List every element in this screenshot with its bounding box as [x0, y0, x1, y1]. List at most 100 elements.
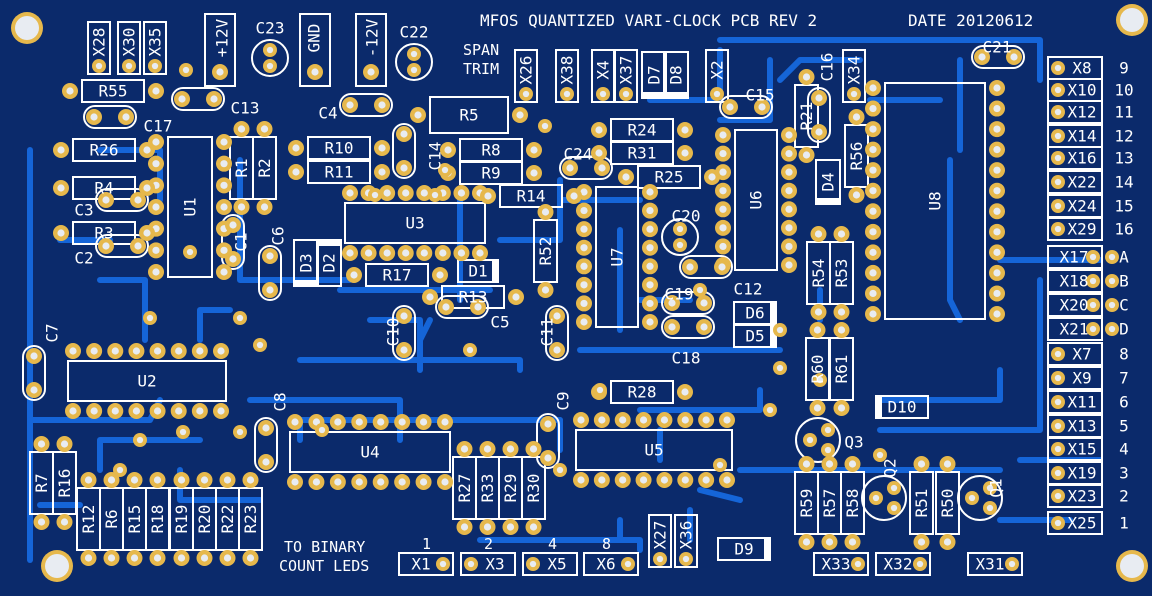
drill-hole	[802, 538, 811, 546]
drill-hole	[371, 191, 379, 199]
drill-hole	[125, 62, 133, 70]
drill-hole	[815, 94, 823, 102]
resistor-label: R20	[195, 505, 214, 534]
drill-hole	[102, 196, 110, 204]
drill-hole	[220, 160, 228, 168]
resistor-label: R14	[517, 187, 546, 206]
connector-x35	[143, 21, 167, 75]
drill-hole	[813, 326, 822, 334]
connector-x25	[1047, 511, 1103, 535]
drill-hole	[580, 244, 588, 252]
resistor-label: R29	[501, 474, 520, 503]
weight-2: 2	[484, 535, 493, 553]
connector-x12	[1047, 100, 1103, 124]
resistor-label: R27	[455, 474, 474, 503]
drill-hole	[216, 68, 224, 76]
connector-label: X25	[1068, 514, 1097, 533]
resistor-r11	[307, 160, 371, 184]
drill-hole	[217, 347, 225, 355]
drill-hole	[355, 418, 363, 426]
connector-label: X32	[884, 555, 913, 574]
drill-hole	[153, 407, 162, 415]
drill-hole	[869, 166, 877, 174]
drill-hole	[544, 420, 552, 428]
drill-hole	[917, 460, 926, 468]
power-connector	[299, 13, 331, 87]
drill-hole	[346, 189, 354, 197]
connector-x33	[813, 552, 869, 576]
drill-hole	[84, 554, 93, 562]
drill-hole	[785, 131, 793, 139]
connector-number: 13	[1114, 149, 1133, 168]
drill-hole	[355, 478, 363, 486]
drill-hole	[30, 352, 38, 360]
transistor-q1	[957, 475, 1003, 521]
drill-hole	[223, 476, 232, 484]
drill-hole	[1054, 132, 1062, 140]
drill-hole	[291, 478, 299, 486]
drill-hole	[815, 128, 823, 136]
drill-hole	[419, 418, 428, 426]
drill-hole	[236, 428, 244, 436]
drill-hole	[431, 191, 439, 199]
drill-hole	[993, 84, 1001, 92]
drill-hole	[334, 418, 342, 426]
drill-hole	[457, 189, 466, 197]
connector-x18	[1047, 269, 1103, 293]
ic-outline-u8	[884, 82, 986, 320]
drill-hole	[837, 230, 846, 238]
drill-hole	[541, 208, 550, 216]
ic-outline-u4	[289, 431, 451, 473]
drill-hole	[1089, 301, 1097, 309]
drill-hole	[229, 255, 237, 263]
drill-hole	[813, 404, 822, 412]
drill-hole	[646, 318, 654, 326]
connector-label: X13	[1068, 417, 1097, 436]
drill-hole	[466, 346, 474, 354]
drill-hole	[266, 252, 274, 260]
trace	[637, 387, 763, 413]
drill-hole	[825, 460, 834, 468]
drill-hole	[776, 326, 784, 334]
drill-hole	[599, 90, 607, 98]
drill-hole	[152, 160, 160, 168]
drill-hole	[439, 249, 447, 257]
connector-label: X7	[1072, 345, 1091, 364]
drill-hole	[107, 476, 116, 484]
drill-hole	[577, 416, 585, 424]
drill-hole	[1054, 86, 1062, 94]
connector-x36	[674, 514, 698, 568]
connector-x20	[1047, 293, 1103, 317]
drill-hole	[580, 262, 588, 270]
connector-x22	[1047, 170, 1103, 194]
connector-label: X3	[485, 555, 504, 574]
drill-hole	[153, 347, 162, 355]
drill-hole	[1054, 178, 1062, 186]
drill-hole	[439, 560, 447, 568]
connector-number: 15	[1114, 197, 1133, 216]
drill-hole	[186, 248, 194, 256]
connector-number: 9	[1119, 59, 1129, 78]
drill-hole	[708, 173, 716, 181]
drill-hole	[1089, 325, 1097, 333]
drill-hole	[1054, 422, 1062, 430]
drill-hole	[1108, 325, 1116, 333]
connector-label: X2	[708, 60, 727, 79]
drill-hole	[196, 347, 204, 355]
drill-hole	[246, 476, 255, 484]
drill-hole	[414, 111, 422, 119]
diode-label: D7	[645, 65, 664, 84]
trace	[97, 277, 148, 343]
drill-hole	[686, 263, 694, 271]
connector-x23	[1047, 484, 1103, 508]
cap-label: C21	[983, 38, 1012, 57]
connector-number: 10	[1114, 81, 1133, 100]
drill-hole	[529, 523, 538, 531]
resistor-label: R58	[843, 489, 862, 518]
drill-hole	[220, 246, 228, 254]
drill-hole	[220, 203, 228, 211]
connector-x6	[583, 552, 639, 576]
cap-c1	[221, 214, 245, 270]
drill-hole	[916, 560, 924, 568]
